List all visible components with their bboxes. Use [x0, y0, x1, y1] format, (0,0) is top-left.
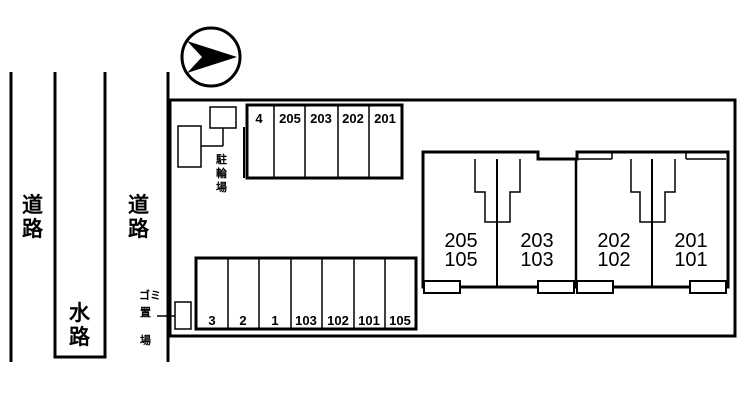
- road-boundaries: [9, 72, 170, 362]
- unit-label-upper: 205: [444, 230, 477, 252]
- parking-space-label: 2: [239, 313, 246, 328]
- parking-space-label: 3: [208, 313, 215, 328]
- unit-dividers: [474, 152, 726, 287]
- parking-space-label: 1: [271, 313, 278, 328]
- unit-label-lower: 102: [597, 249, 630, 271]
- unit-label-upper: 203: [520, 230, 553, 252]
- garbage-area: [157, 301, 192, 330]
- parking-row-bottom: [194, 256, 418, 331]
- parking-space-label: 101: [358, 313, 380, 328]
- unit-label-upper: 202: [597, 230, 630, 252]
- north-arrow-icon: [180, 26, 242, 88]
- road-left-label-1: 道: [22, 193, 43, 217]
- parking-space-label: 4: [255, 111, 263, 126]
- parking-space-label: 103: [295, 313, 317, 328]
- road-right-label-2: 路: [128, 217, 150, 241]
- parking-space-label: 102: [327, 313, 349, 328]
- waterway-label-1: 水: [69, 302, 91, 325]
- parking-space-label: 202: [342, 111, 364, 126]
- road-left-label-2: 路: [22, 217, 44, 241]
- bicycle-parking-label-1: 駐: [216, 152, 227, 166]
- unit-label-lower: 103: [520, 249, 553, 271]
- parking-space-label: 201: [374, 111, 396, 126]
- bicycle-parking-label-3: 場: [216, 180, 227, 194]
- garbage-area-label-1: ゴミ: [139, 288, 161, 302]
- unit-label-lower: 101: [674, 249, 707, 271]
- unit-label-upper: 201: [674, 230, 707, 252]
- parking-space-label: 105: [389, 313, 411, 328]
- parking-space-label: 205: [279, 111, 301, 126]
- bicycle-parking-label-2: 輪: [216, 166, 228, 180]
- bicycle-parking: [177, 106, 237, 168]
- garbage-area-label-2: 置: [140, 306, 151, 319]
- property-boundary: [168, 98, 737, 338]
- road-right-label-1: 道: [128, 193, 149, 217]
- unit-label-lower: 105: [444, 249, 477, 271]
- parking-row-top: [243, 103, 404, 180]
- unit-balconies: [423, 280, 727, 294]
- parking-space-label: 203: [310, 111, 332, 126]
- waterway-label-2: 路: [69, 325, 91, 349]
- garbage-area-label-3: 場: [140, 333, 151, 347]
